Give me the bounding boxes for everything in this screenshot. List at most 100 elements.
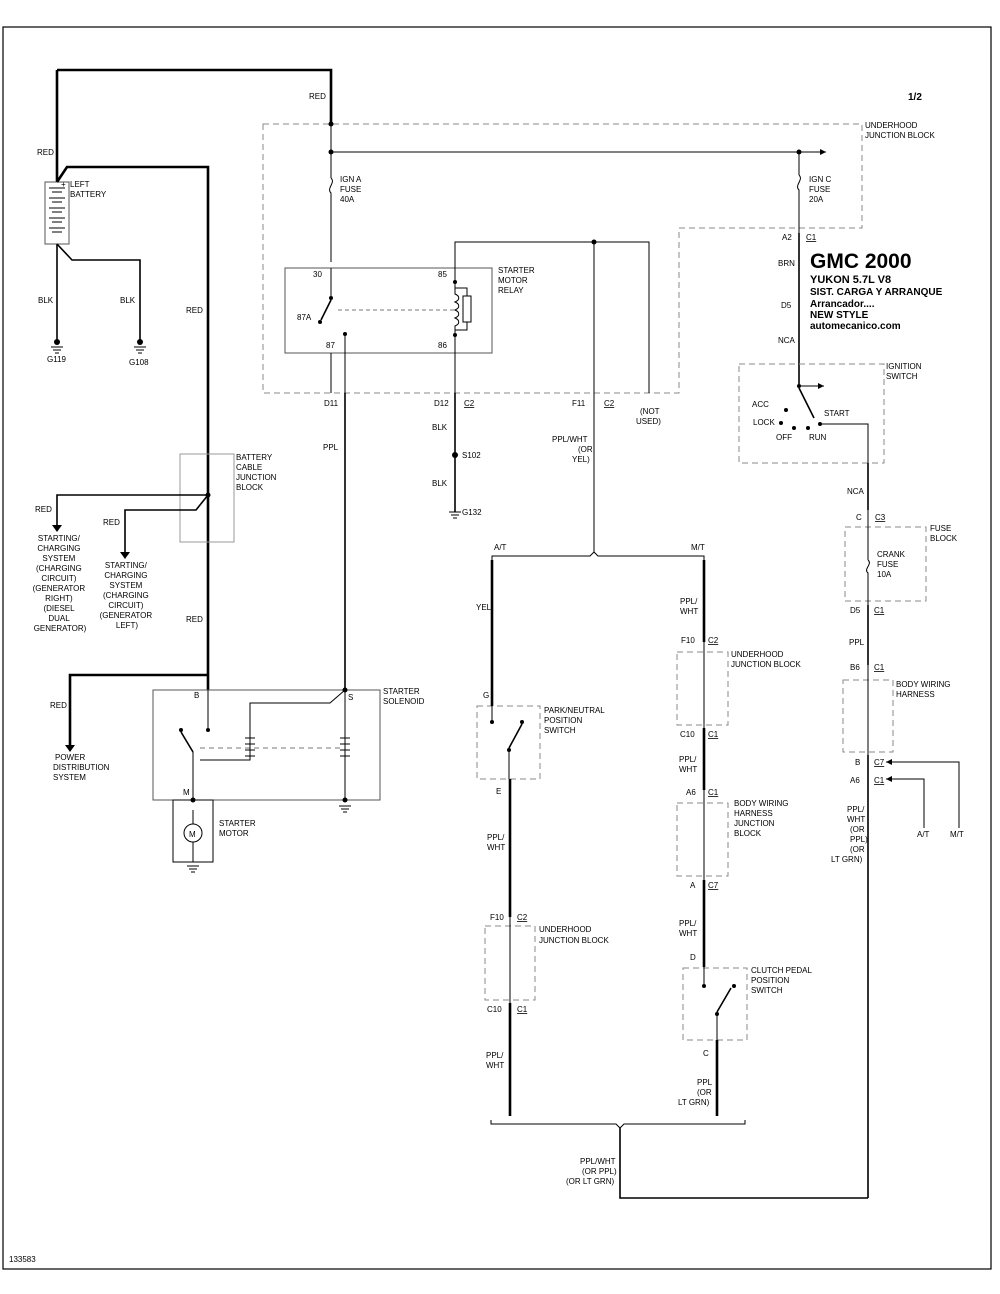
wire-label-blk-g108: BLK [120,296,136,305]
bwjb-connector-c7: C7 [708,881,719,890]
figure-id: 133583 [9,1255,36,1264]
relay-terminal-85: 85 [438,270,447,279]
arrow-gen-left-icon [120,552,130,559]
starting-charging-left-label: STARTING/ CHARGING SYSTEM (CHARGING CIRC… [100,561,155,630]
battery-cable-junction-block-label: BATTERY CABLE JUNCTION BLOCK [236,453,279,492]
bwjb-terminal-a6: A6 [686,788,696,797]
ground-g108-icon [134,346,146,354]
power-distribution-label: POWER DISTRIBUTION SYSTEM [53,753,112,782]
red-battery-feed-wire [57,68,333,124]
park-neutral-switch-box [476,705,541,780]
wire-label-ppl-wht-mt: PPL/ WHT [680,597,700,616]
solenoid-terminal-m: M [183,788,190,797]
underhood-junction-block-label: UNDERHOOD JUNCTION BLOCK [865,121,935,140]
ign-a-fuse-icon [329,177,333,198]
title-style: NEW STYLE [810,310,869,321]
fuse-block-terminal-c: C [856,513,862,522]
red-battery-to-starter-wire [55,165,210,690]
terminal-d5-b: D5 [850,606,861,615]
relay-terminal-87: 87 [326,341,335,350]
ground-g108: G108 [129,358,149,367]
uhjb-mt-connector-c2: C2 [708,636,719,645]
starter-motor-ground-icon [187,865,199,873]
wire-label-ppl-wht-bwh: PPL/ WHT (OR PPL) (OR LT GRN) [831,805,870,864]
ign-a-fuse-label: IGN A FUSE 40A [340,175,364,204]
underhood-jb-mt-label: UNDERHOOD JUNCTION BLOCK [731,650,801,669]
starter-solenoid-box [152,689,381,801]
fuse-block-connector-c1: C1 [874,606,885,615]
wire-label-red-3: RED [186,615,203,624]
wire-label-red-pds: RED [50,701,67,710]
mt-arrow-icon [886,759,892,765]
wire-label-ppl-crank: PPL [849,638,865,647]
wire-label-bottom-bus: PPL/WHT (OR PPL) (OR LT GRN) [566,1157,619,1186]
ground-g119: G119 [47,355,67,364]
page-border [2,26,992,1270]
wire-label-blk-g119: BLK [38,296,54,305]
connector-f11: F11 [572,399,586,408]
mt-feed-line [886,761,960,828]
bus-arrow-icon [820,149,826,155]
battery-cable-junction-block-box [179,453,235,543]
switch-pos-off [792,426,796,430]
ground-g132: G132 [462,508,482,517]
relay-terminal-30: 30 [313,270,322,279]
relay-contact-icon [320,299,332,321]
connector-d12: D12 [434,399,449,408]
starter-motor-symbol: M [189,830,196,839]
red-wire-gen-right [56,494,208,525]
bwh-terminal-a6: A6 [850,776,860,785]
relay-resistor-icon [462,295,472,323]
title-sub: Arrancador.... [810,299,875,310]
internal-bus [330,124,826,153]
underhood-jb-at-label: UNDERHOOD JUNCTION BLOCK [539,925,609,945]
bottom-merge-bracket [490,1120,746,1129]
switch-label-acc: ACC [752,400,769,409]
wire-label-blk-2: BLK [432,479,448,488]
switch-pos-lock [779,421,783,425]
title-site: automecanico.com [810,321,901,332]
underhood-junction-block-outline [262,123,863,394]
splice-s102: S102 [462,451,481,460]
wire-label-ppl-wht-or-yel: PPL/WHT (OR YEL) [552,435,595,464]
switch-pos-start [818,422,822,426]
pnp-terminal-e: E [496,787,501,796]
terminal-d5-a: D5 [781,301,792,310]
wire-label-ppl-wht-mt-2: PPL/ WHT [679,755,699,774]
uhjb-mt-terminal-f10: F10 [681,636,695,645]
label-mt-right: M/T [950,830,964,839]
uhjb-mt-terminal-c10: C10 [680,730,695,739]
relay-coil-icon [453,284,460,333]
title-block: GMC 2000 YUKON 5.7L V8 SIST. CARGA Y ARR… [810,250,943,332]
switch-label-start: START [824,409,850,418]
underhood-jb-mt-box [676,651,729,726]
park-neutral-switch-label: PARK/NEUTRAL POSITION SWITCH [544,706,607,735]
starter-motor-relay-label: STARTER MOTOR RELAY [498,266,537,295]
bwh-terminal-b6: B6 [850,663,860,672]
crank-fuse-label: CRANK FUSE 10A [877,550,907,579]
ignition-switch-label: IGNITION SWITCH [886,362,924,381]
switch-label-off: OFF [776,433,792,442]
body-wiring-jb-box [676,802,729,877]
wire-label-ppl-or-ltgrn-mt: PPL (OR LT GRN) [678,1078,714,1107]
body-wiring-harness-label: BODY WIRING HARNESS [896,680,953,699]
clutch-pedal-switch-box [682,967,748,1041]
starter-motor-relay-box [284,267,493,354]
bottom-return-wire [619,1128,868,1199]
bwh-terminal-b: B [855,758,860,767]
uhjb-connector-c1: C1 [806,233,817,242]
switch-label-lock: LOCK [753,418,775,427]
cpp-contact-icon [716,987,732,1013]
svg-text:+: + [61,180,66,189]
uhjb-mt-connector-c1: C1 [708,730,719,739]
ign-c-fuse-icon [797,174,801,195]
label-at-right: A/T [917,830,930,839]
ground-g132-icon [449,511,461,519]
connector-d11: D11 [324,399,339,408]
cpp-terminal-d: D [690,953,696,962]
solenoid-hold-coil-icon [340,737,350,757]
wire-label-ppl-wht-at: PPL/ WHT [487,833,507,852]
wire-label-red-gen-left: RED [103,518,120,527]
fuse-block-label: FUSE BLOCK [930,524,958,543]
solenoid-terminal-b: B [194,691,199,700]
